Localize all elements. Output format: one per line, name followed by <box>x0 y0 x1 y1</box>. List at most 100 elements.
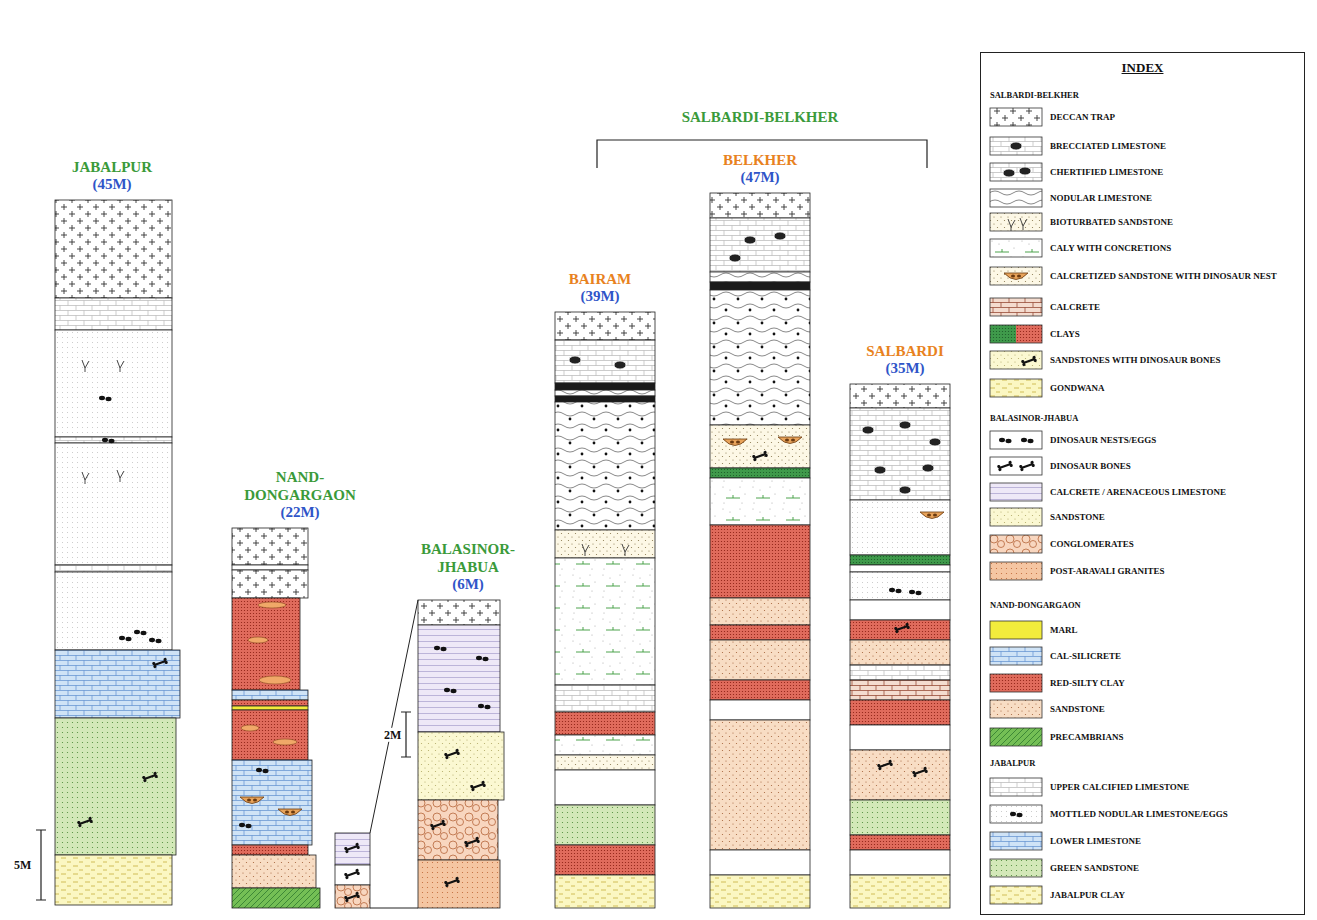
swatch-fill <box>990 325 1016 343</box>
stratigraphic-column <box>555 312 655 908</box>
breccia-clast <box>862 426 874 434</box>
legend-text: GREEN SANDSTONE <box>1050 863 1295 874</box>
nest-symbol <box>778 437 802 444</box>
rock-layer <box>850 600 950 620</box>
legend-text: CALY WITH CONCRETIONS <box>1050 243 1295 254</box>
legend-text: CAL-SILICRETE <box>1050 651 1295 662</box>
legend-swatch <box>989 727 1043 747</box>
legend-group-heading: NAND-DONGARGAON <box>990 600 1081 610</box>
rock-layer <box>850 875 950 908</box>
legend-swatch <box>989 378 1043 398</box>
group-heading: SALBARDI-BELKHER <box>682 108 839 126</box>
legend-text: PRECAMBRIANS <box>1050 732 1295 743</box>
bone-symbol <box>877 759 893 770</box>
legend-swatch <box>989 238 1043 258</box>
swatch-fill <box>990 189 1042 207</box>
nest-symbol <box>278 809 302 816</box>
rock-layer <box>850 384 950 408</box>
rock-layer <box>710 468 810 478</box>
legend-text: CONGLOMERATES <box>1050 539 1295 550</box>
section-thickness: (47M) <box>700 169 820 187</box>
swatch-fill <box>990 379 1042 397</box>
rock-layer <box>232 528 308 565</box>
breccia-clast <box>899 421 911 429</box>
swatch-fill <box>990 859 1042 877</box>
legend-text: BIOTURBATED SANDSTONE <box>1050 217 1295 228</box>
egg-symbol <box>256 768 269 773</box>
legend-text: MOTTLED NODULAR LIMESTONE/EGGS <box>1050 809 1295 820</box>
legend-swatch <box>989 804 1043 824</box>
rock-layer <box>555 396 655 402</box>
rock-layer <box>55 650 180 718</box>
egg-symbol <box>889 588 902 593</box>
bone-symbol <box>997 460 1013 471</box>
section-name: JABALPUR <box>27 159 197 177</box>
burrow-symbol <box>582 544 589 556</box>
scale-label: 5M <box>14 858 31 872</box>
rock-layer <box>232 855 316 888</box>
rock-layer <box>850 725 950 750</box>
burrow-symbol <box>117 470 124 482</box>
legend-group-heading: SALBARDI-BELKHER <box>990 90 1079 100</box>
sandstone-lens <box>259 676 291 684</box>
breccia-clast <box>874 466 886 474</box>
legend-swatch <box>989 699 1043 719</box>
legend-swatch <box>989 777 1043 797</box>
rock-layer <box>555 312 655 340</box>
swatch-fill <box>990 562 1042 580</box>
rock-layer <box>710 525 810 598</box>
bone-symbol <box>464 836 480 847</box>
section-column: BALASINOR- JHABUA(6M) <box>406 541 531 908</box>
rock-layer <box>555 735 655 755</box>
breccia-clast <box>922 464 934 472</box>
egg-symbol <box>99 396 112 401</box>
swatch-fill <box>990 700 1042 718</box>
legend-text: JABALPUR CLAY <box>1050 890 1295 901</box>
rock-layer <box>55 200 172 298</box>
bone-symbol <box>344 891 360 902</box>
rock-layer <box>55 565 172 572</box>
egg-symbol <box>1010 812 1023 817</box>
swatch-fill <box>990 163 1042 181</box>
swatch-fill <box>990 351 1042 369</box>
section-thickness: (22M) <box>235 504 365 522</box>
egg-symbol <box>134 630 147 635</box>
egg-symbol <box>239 823 252 828</box>
stratigraphic-column <box>418 600 504 908</box>
legend-swatch <box>989 534 1043 554</box>
sandstone-lens <box>248 637 268 643</box>
section-name: BELKHER <box>700 152 820 170</box>
swatch-fill <box>990 213 1042 231</box>
legend-swatch <box>989 673 1043 693</box>
nest-symbol <box>1004 273 1028 280</box>
legend-swatch <box>989 107 1043 127</box>
legend-group-heading: BALASINOR-JHABUA <box>990 413 1078 423</box>
legend-text: GONDWANA <box>1050 383 1295 394</box>
legend-swatch <box>989 885 1043 905</box>
rock-layer <box>555 402 655 530</box>
legend-text: UPPER CALCIFIED LIMESTONE <box>1050 782 1295 793</box>
burrow-symbol <box>622 544 629 556</box>
breccia-clast <box>774 232 786 240</box>
legend-swatch <box>989 561 1043 581</box>
section-thickness: (45M) <box>27 176 197 194</box>
bone-symbol <box>752 450 768 461</box>
legend-text: RED-SILTY CLAY <box>1050 678 1295 689</box>
section-thickness: (35M) <box>845 360 965 378</box>
rock-layer <box>850 572 950 600</box>
swatch-fill <box>990 886 1042 904</box>
bone-symbol <box>894 622 910 633</box>
burrow-symbol <box>82 472 89 484</box>
rock-layer <box>710 598 810 625</box>
bone-symbol <box>1019 460 1035 471</box>
swatch-fill <box>990 621 1042 639</box>
legend-text: SANDSTONE <box>1050 512 1295 523</box>
rock-layer <box>710 680 810 700</box>
rock-layer <box>232 598 300 690</box>
swatch-fill <box>990 267 1042 285</box>
swatch-fill <box>990 832 1042 850</box>
sandstone-lens <box>273 739 297 745</box>
legend-text: BRECCIATED LIMESTONE <box>1050 141 1295 152</box>
legend-swatch <box>989 136 1043 156</box>
rock-layer <box>555 770 655 805</box>
